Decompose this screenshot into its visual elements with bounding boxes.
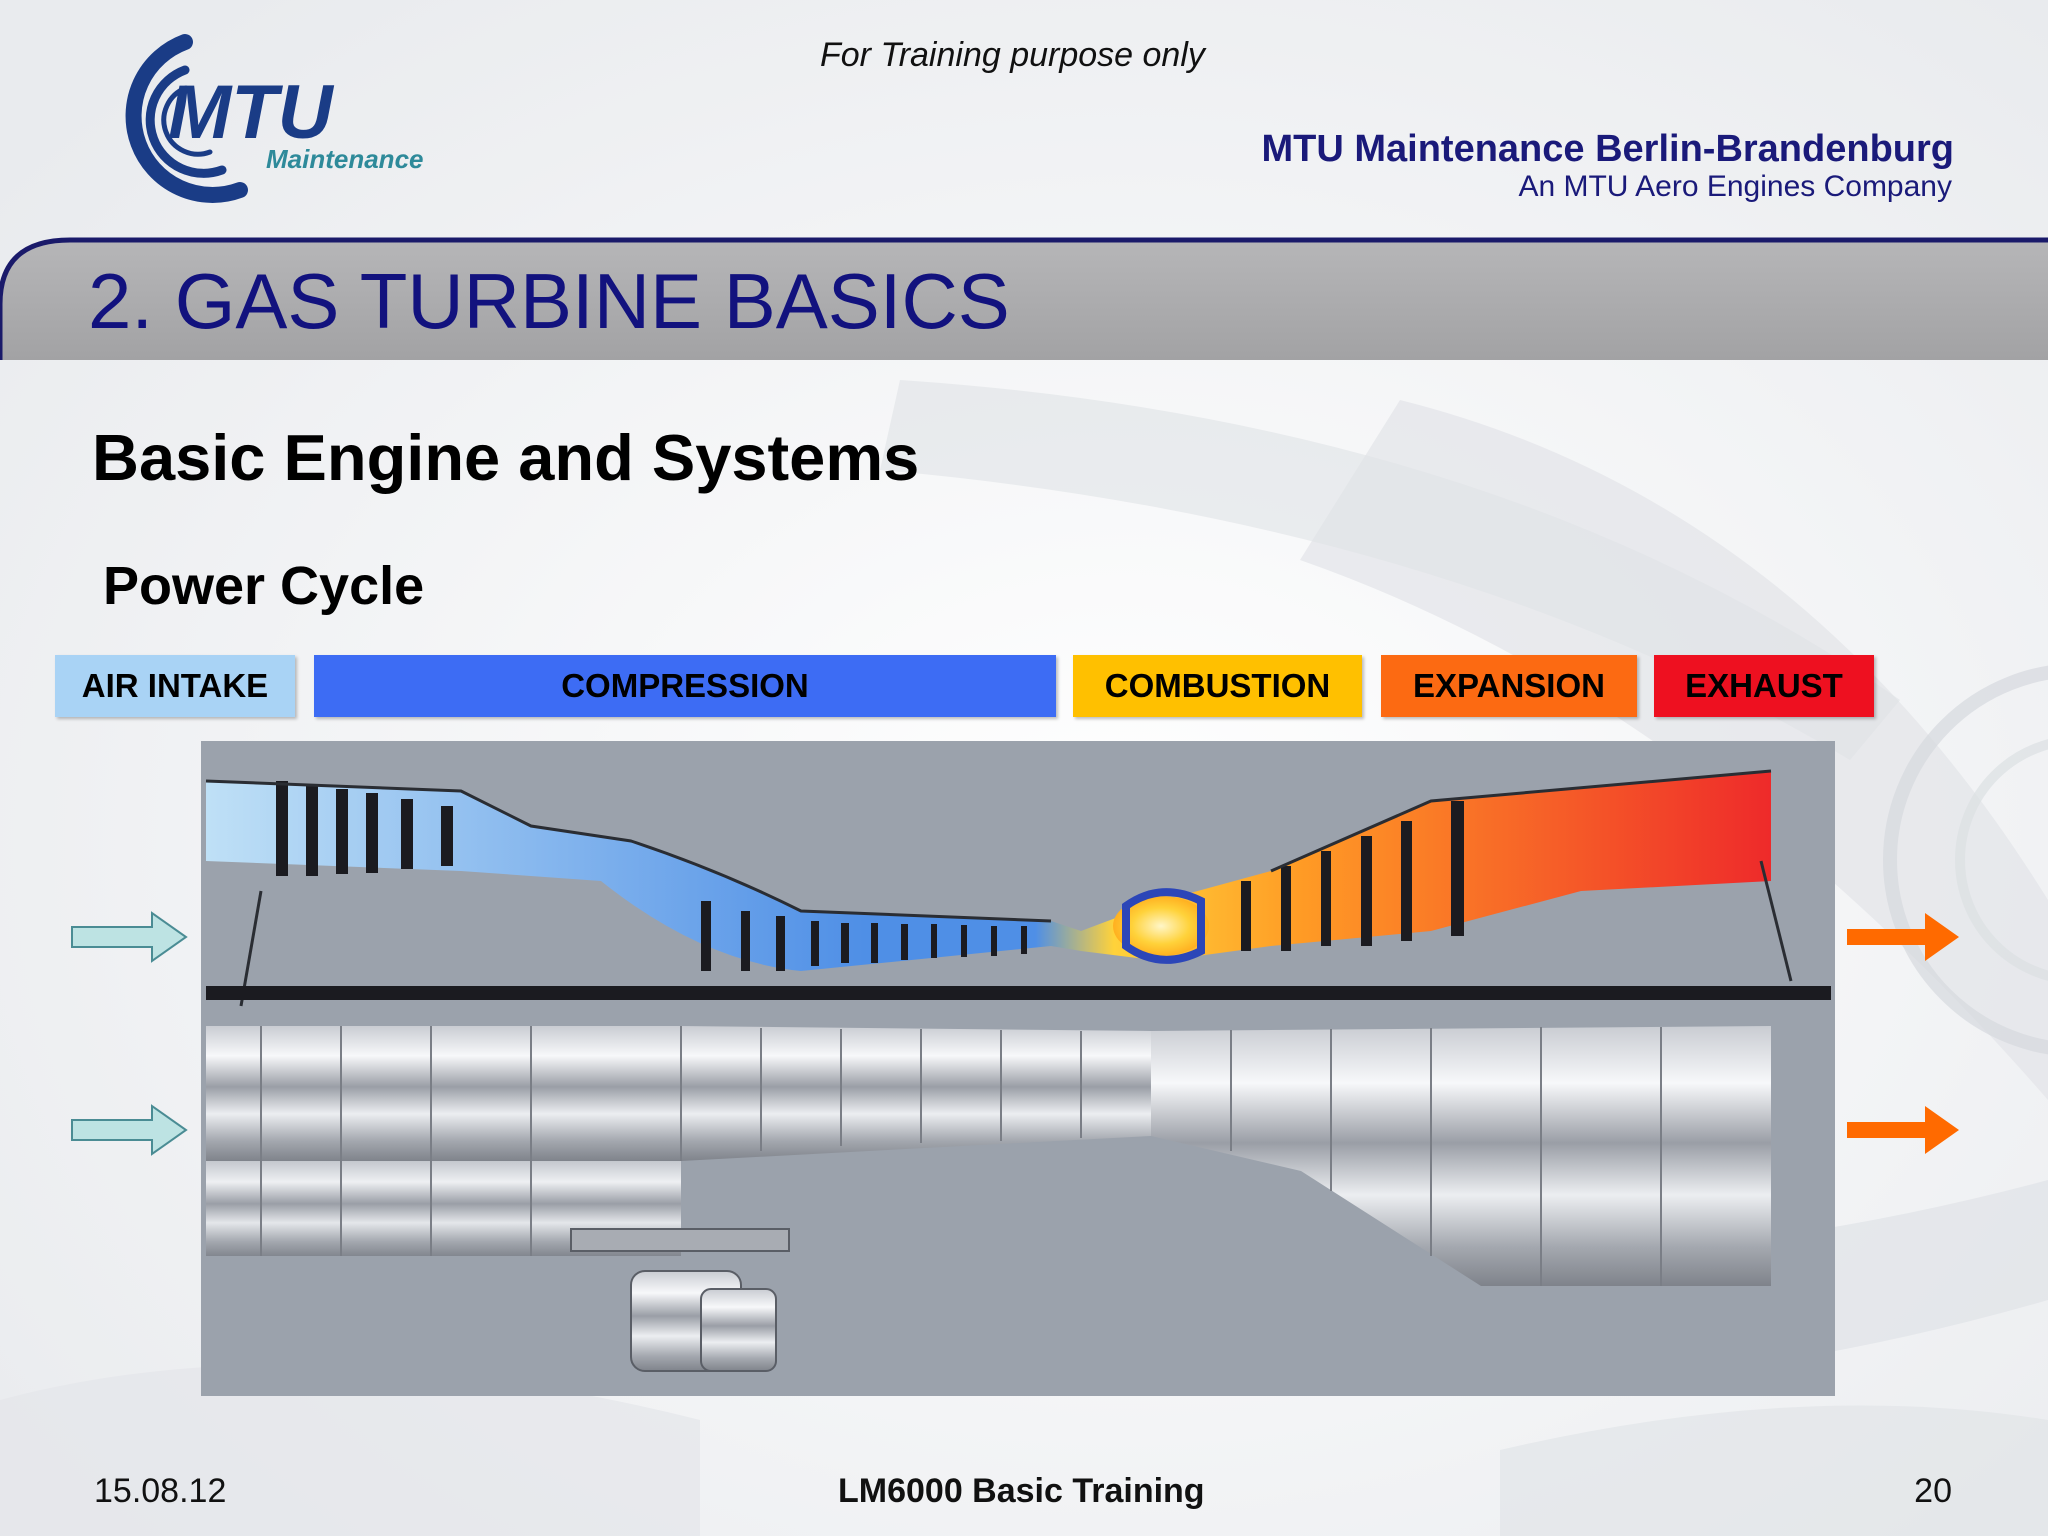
logo-subtitle: Maintenance — [266, 144, 424, 174]
company-name: MTU Maintenance Berlin-Brandenburg — [1261, 128, 1955, 170]
stage-air-intake: AIR INTAKE — [55, 655, 295, 717]
company-subtitle: An MTU Aero Engines Company — [1518, 170, 1952, 203]
stage-combustion: COMBUSTION — [1073, 655, 1362, 717]
training-note: For Training purpose only — [820, 36, 1205, 74]
mtu-logo: MTU Maintenance — [125, 34, 424, 203]
title-band — [0, 237, 2048, 360]
outlet-arrow-icon — [1847, 913, 1959, 961]
footer-date: 15.08.12 — [94, 1472, 227, 1510]
engine-cross-section-diagram — [201, 741, 1835, 1396]
page-number: 20 — [1914, 1472, 1952, 1510]
stage-exhaust: EXHAUST — [1654, 655, 1874, 717]
slide-subheading: Power Cycle — [103, 556, 425, 616]
inlet-arrow-icon — [71, 1104, 188, 1156]
stage-expansion: EXPANSION — [1381, 655, 1637, 717]
stage-compression: COMPRESSION — [314, 655, 1056, 717]
inlet-arrow-icon — [71, 911, 188, 963]
logo-brand: MTU — [168, 70, 335, 155]
slide-heading: Basic Engine and Systems — [92, 421, 920, 494]
outlet-arrow-icon — [1847, 1106, 1959, 1154]
section-title: 2. GAS TURBINE BASICS — [88, 257, 1010, 345]
footer-title: LM6000 Basic Training — [838, 1472, 1205, 1510]
